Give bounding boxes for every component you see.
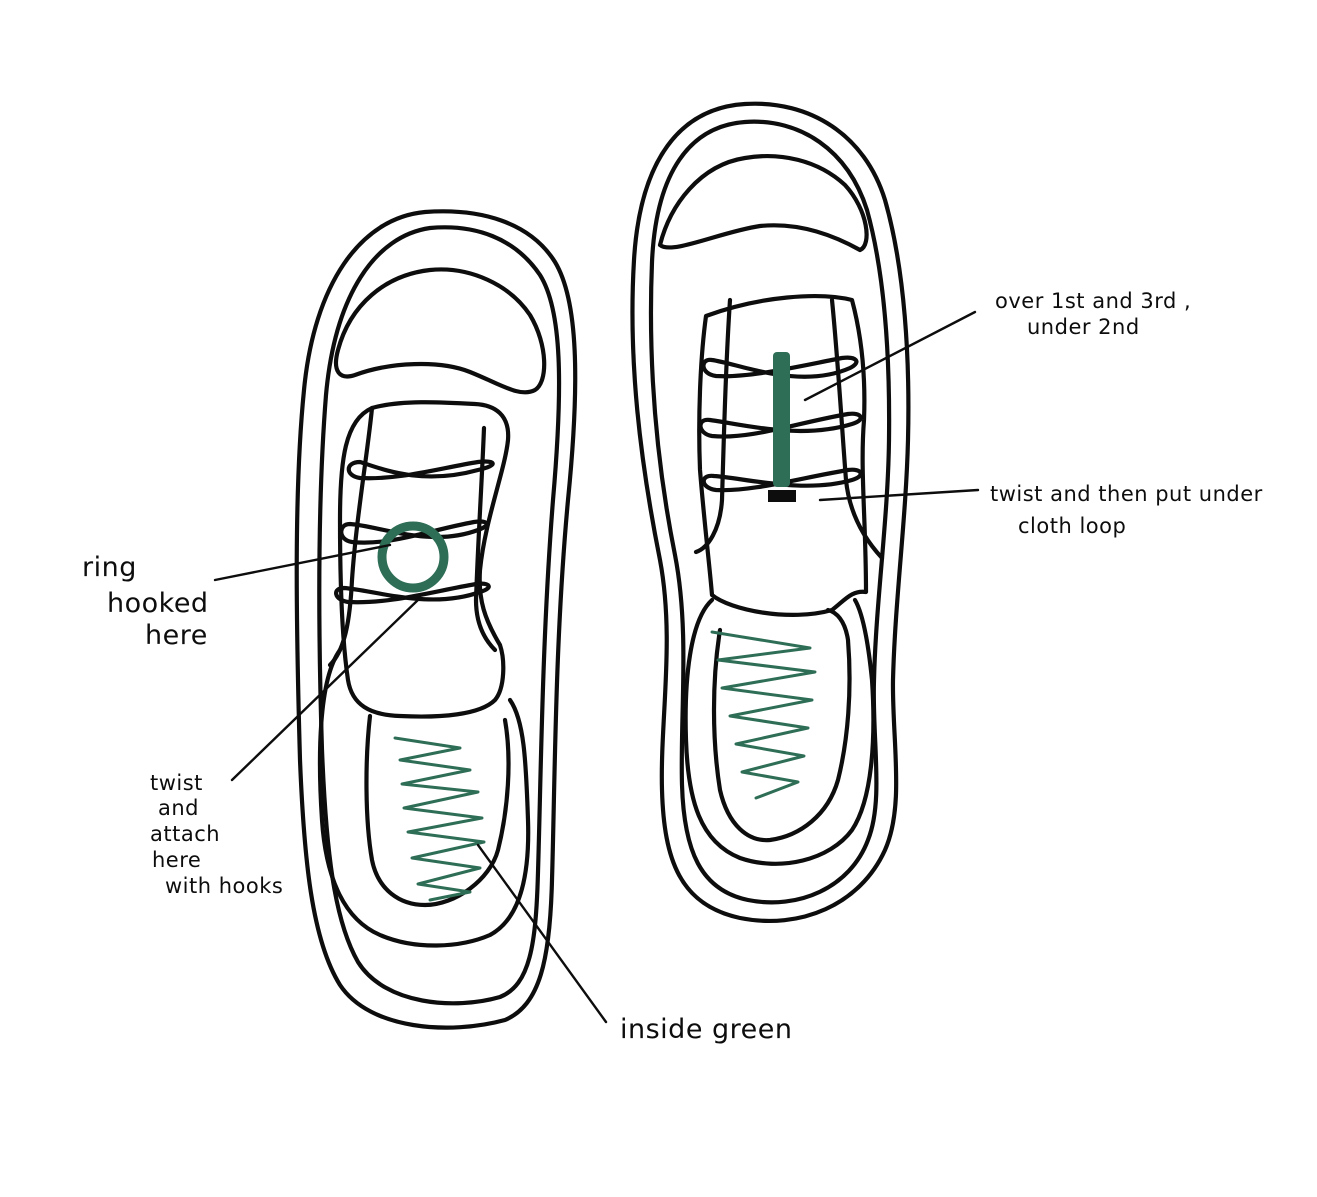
leader-twist-under (820, 490, 978, 500)
label-twist-attach-line-3: attach (150, 822, 220, 846)
label-twist-attach-line-1: twist (150, 771, 203, 795)
leader-ring (215, 545, 390, 580)
right-shoe-upper (660, 156, 867, 250)
left-shoe (297, 211, 576, 1027)
left-shoe-insole-scribble (395, 738, 484, 900)
leader-inside-green (478, 845, 606, 1022)
leader-twist-attach (232, 598, 420, 780)
label-ring-line-1: ring (82, 552, 137, 583)
label-twist-attach-line-5: with hooks (165, 874, 283, 898)
label-twist-attach-line-2: and (158, 796, 199, 820)
label-twist-under-line-1: twist and then put under (990, 482, 1263, 506)
label-over-under: over 1st and 3rd , under 2nd (995, 289, 1191, 339)
left-lace-1 (349, 462, 493, 479)
label-twist-under-line-2: cloth loop (1018, 514, 1126, 538)
right-shoe-insole-scribble (712, 632, 815, 798)
right-shoe-green-strap (773, 352, 790, 487)
label-inside-green: inside green (620, 1014, 793, 1045)
right-shoe-cloth-loop (768, 490, 796, 502)
label-ring: ring hooked here (82, 552, 209, 651)
label-ring-line-2: hooked (107, 588, 209, 619)
label-ring-line-3: here (145, 620, 208, 651)
label-twist-attach: twist and attach here with hooks (150, 771, 283, 898)
label-twist-under: twist and then put under cloth loop (990, 482, 1263, 538)
label-over-under-line-1: over 1st and 3rd , (995, 289, 1191, 313)
left-shoe-upper (336, 269, 544, 392)
left-shoe-eyestay-left (330, 408, 372, 665)
label-over-under-line-2: under 2nd (1027, 315, 1140, 339)
label-twist-attach-line-4: here (152, 848, 201, 872)
right-shoe (632, 104, 908, 921)
